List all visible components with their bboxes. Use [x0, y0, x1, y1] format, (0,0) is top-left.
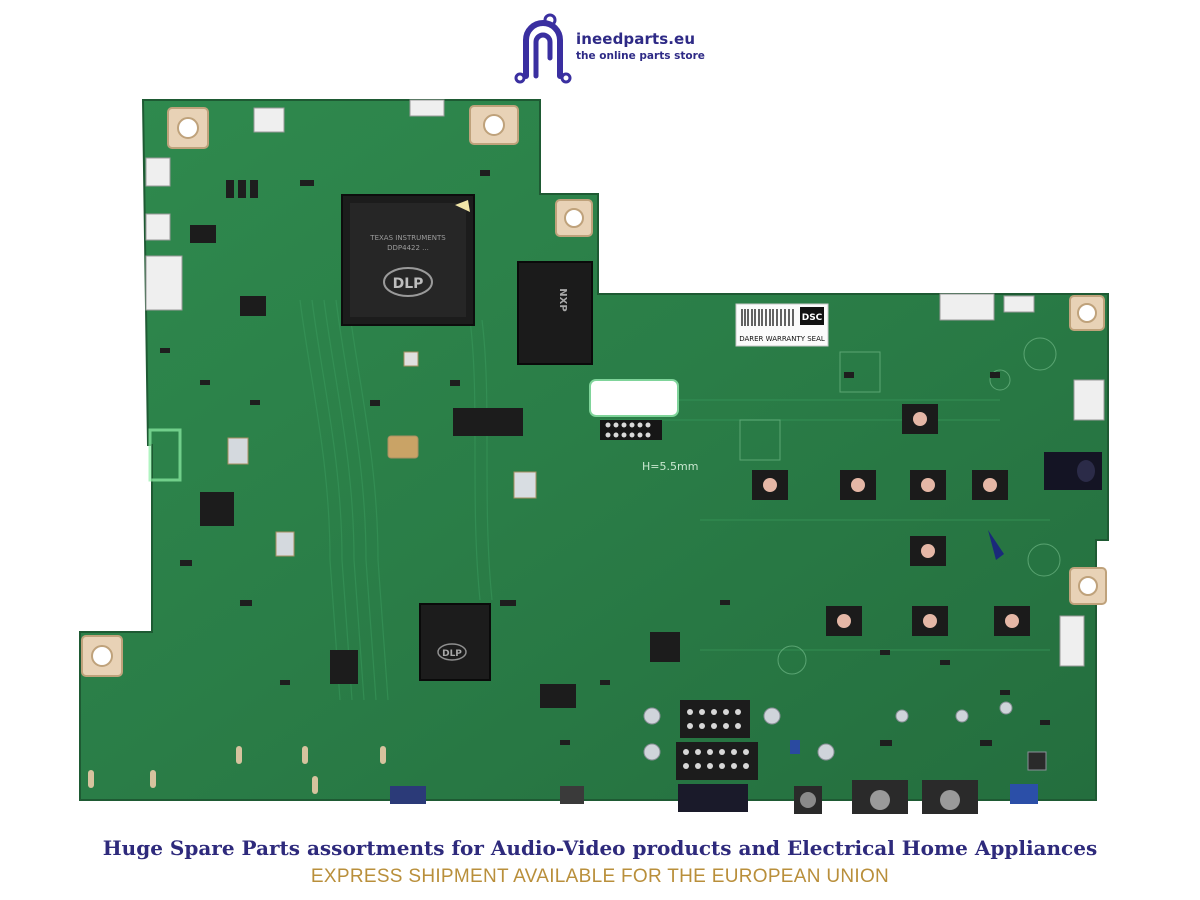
board-mark: H=5.5mm: [642, 460, 698, 473]
sticker-badge: DSC: [802, 313, 823, 323]
dlp-main-chip: DLP TEXAS INSTRUMENTS DDP4422 ...: [341, 194, 475, 326]
capacitors: [643, 701, 1047, 771]
trace-bus: [299, 299, 1050, 701]
warranty-sticker: DSC DARER WARRANTY SEAL: [735, 303, 829, 347]
av-jacks: [390, 780, 1038, 814]
brand-name: ineedparts.eu: [576, 30, 696, 48]
nxp-chip-label: NXP: [557, 288, 568, 311]
pin-headers: [605, 422, 749, 769]
footer-headline: Huge Spare Parts assortments for Audio-V…: [102, 836, 1098, 860]
nxp-chip: NXP: [517, 261, 593, 365]
ir-receiver: [1044, 452, 1102, 490]
component-pads: [227, 351, 537, 557]
brand-tagline: the online parts store: [576, 50, 705, 62]
edge-pads: [88, 746, 386, 794]
highlight-reflection: [148, 428, 182, 482]
mounting-holes: [81, 105, 1107, 677]
dlp-chip-line-1: TEXAS INSTRUMENTS: [369, 234, 446, 242]
sticker-text: DARER WARRANTY SEAL: [739, 335, 825, 343]
dlp-secondary-label: DLP: [442, 649, 462, 659]
small-ics: [190, 225, 758, 780]
dlp-chip-line-2: DDP4422 ...: [387, 244, 429, 252]
footer-subline: EXPRESS SHIPMENT AVAILABLE FOR THE EUROP…: [310, 866, 890, 887]
brand-mark-icon: [514, 13, 572, 84]
connectors: [145, 99, 1105, 667]
smd-parts: [160, 170, 1050, 754]
silkscreen-marks: [739, 337, 1061, 675]
brand-logo: ineedparts.eu the online parts store: [512, 6, 712, 86]
ink-mark: [988, 530, 1004, 560]
tactile-buttons: [752, 404, 1030, 636]
board-cutout: [589, 379, 679, 417]
dlp-chip-label: DLP: [393, 276, 424, 292]
dlp-secondary-chip: DLP: [419, 603, 491, 681]
